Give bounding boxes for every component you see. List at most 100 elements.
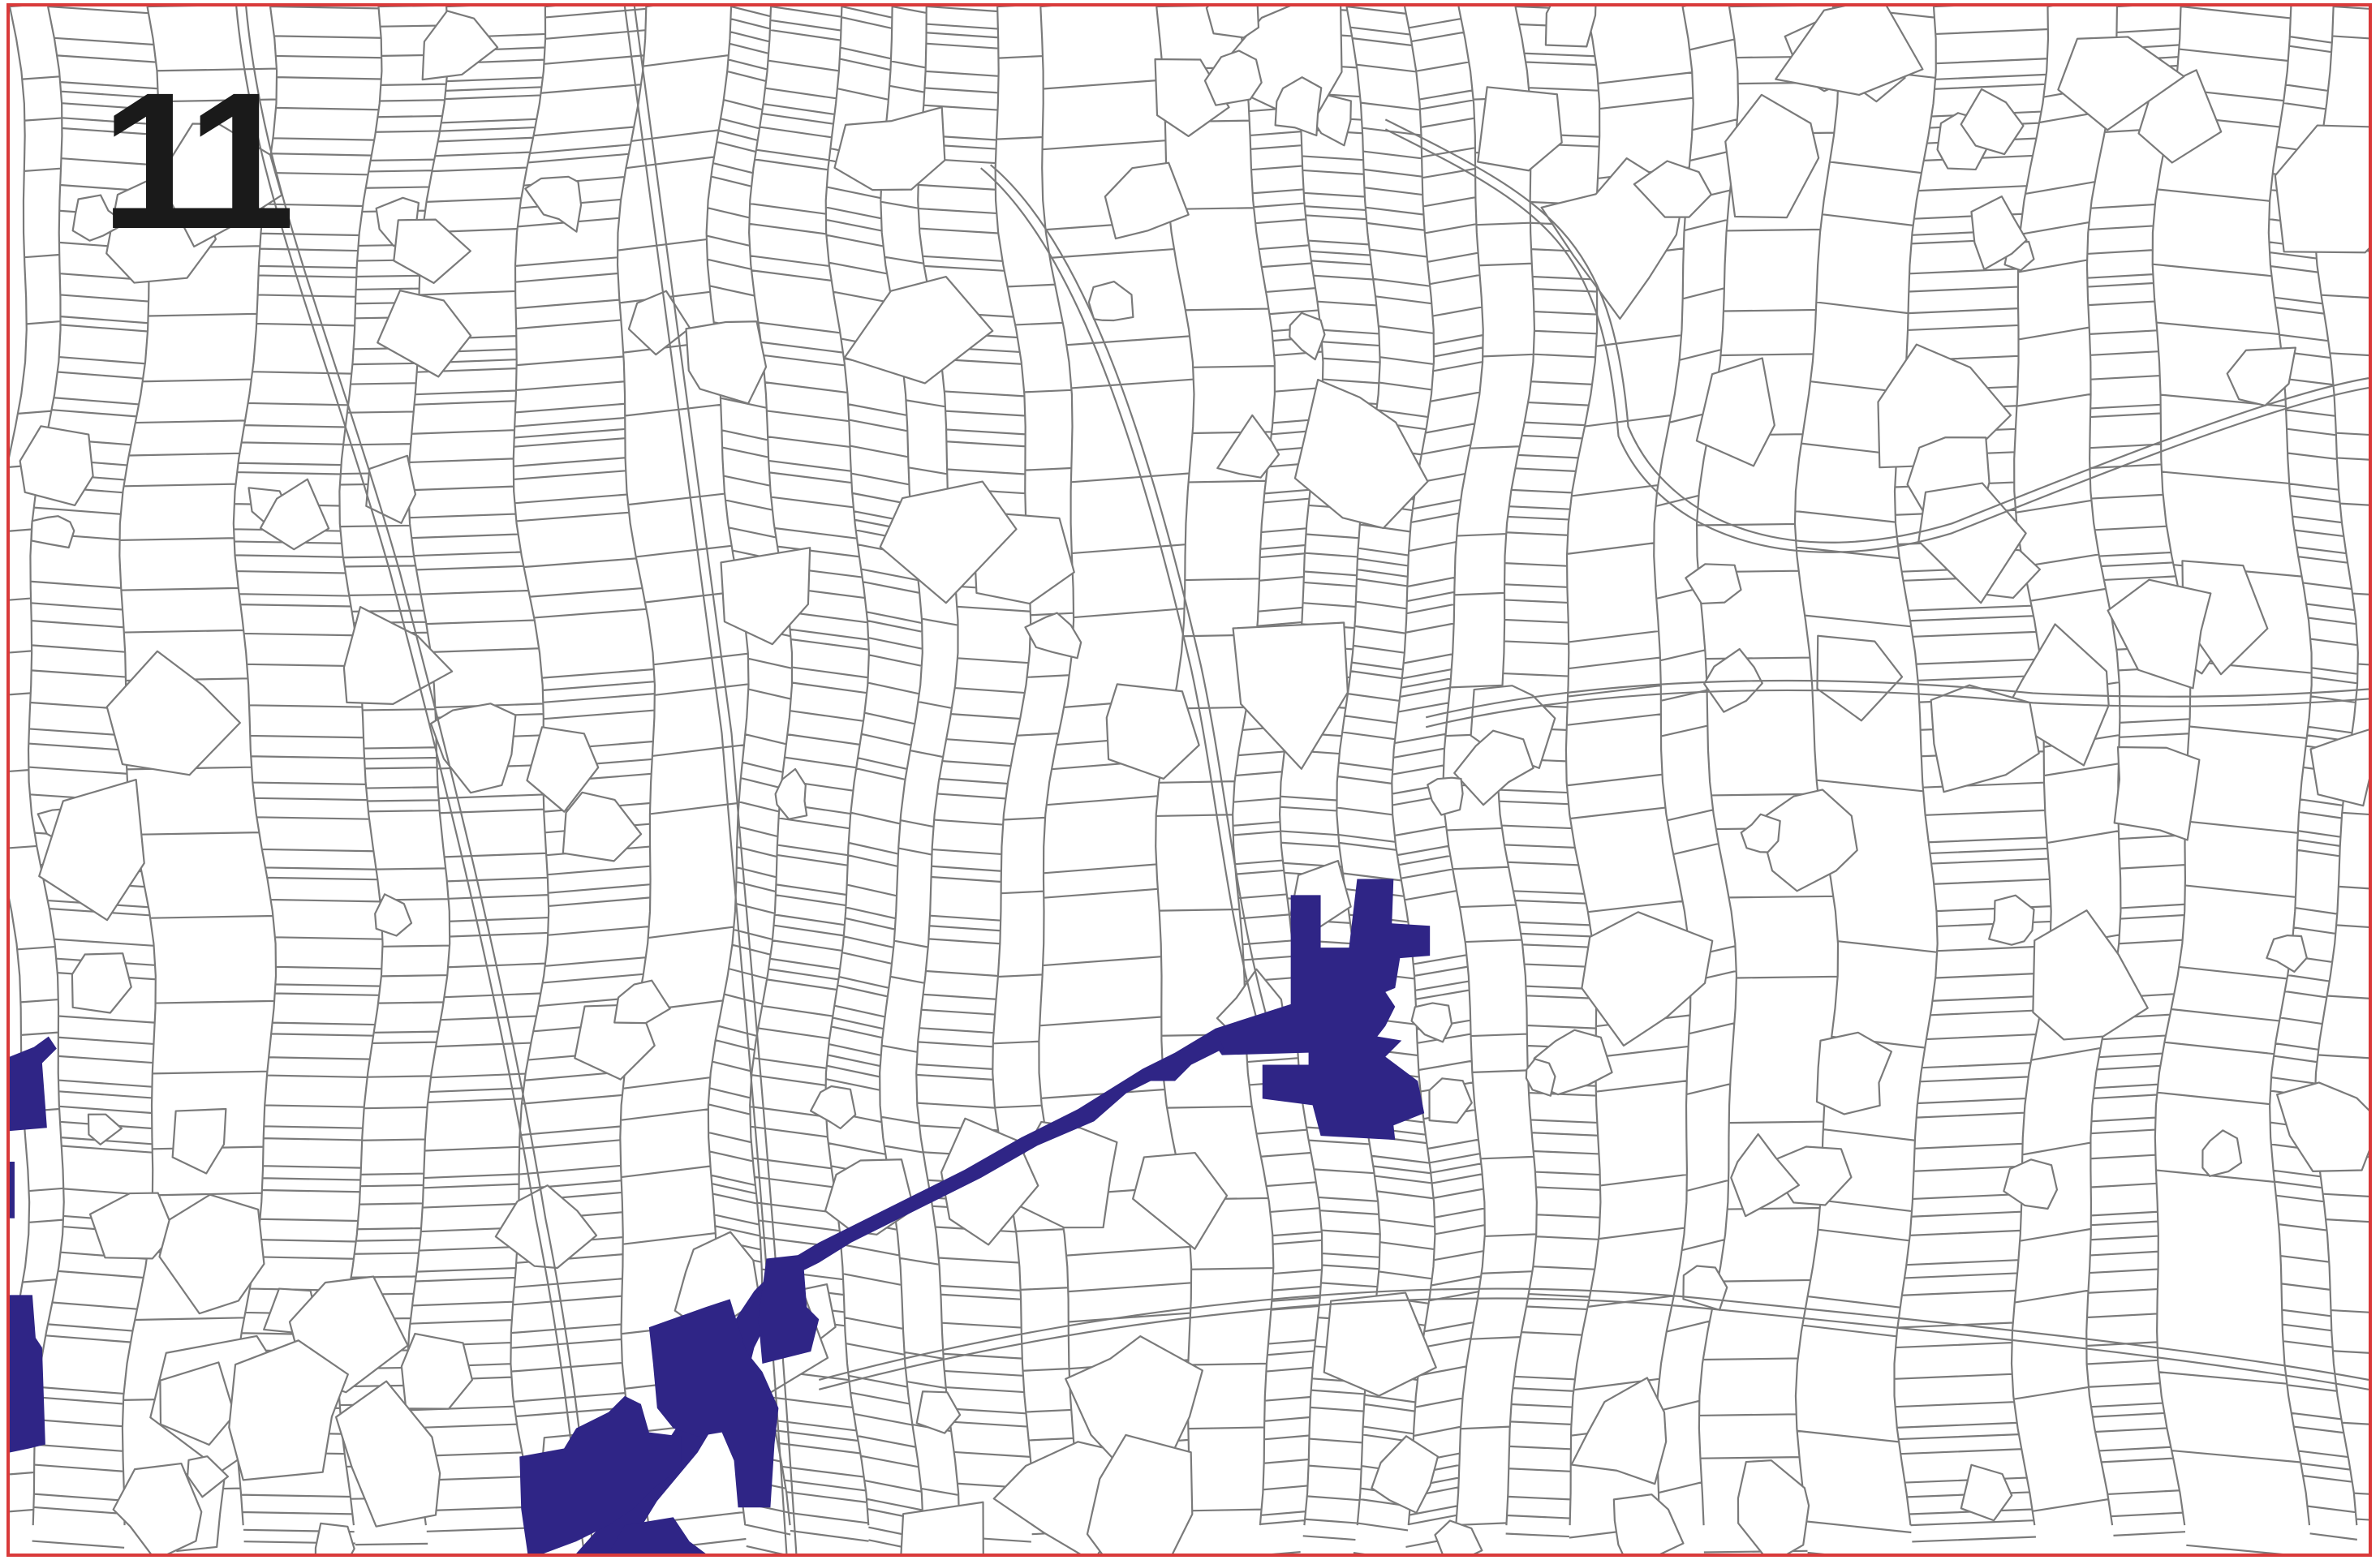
parcel-polygon bbox=[879, 480, 1018, 604]
road-lower-east bbox=[818, 1287, 2369, 1381]
parcel-polygon bbox=[1323, 1291, 1437, 1397]
parcel-polygon bbox=[562, 791, 643, 862]
parcel-polygon bbox=[1293, 378, 1429, 530]
road-main-west-2 bbox=[245, 6, 596, 1554]
parcel-polygon bbox=[429, 703, 517, 794]
parcel-polygon bbox=[1612, 1493, 1685, 1554]
road-lines bbox=[235, 6, 2369, 1554]
road-cross-east-2 bbox=[1384, 128, 2369, 553]
parcel-polygon bbox=[524, 175, 583, 233]
highlight-southwest-c bbox=[519, 1395, 682, 1554]
parcel-polygon bbox=[1930, 684, 2040, 793]
parcel-polygon bbox=[915, 1390, 962, 1434]
parcel-polygon bbox=[1525, 1058, 1556, 1097]
parcel-polygon bbox=[1203, 49, 1263, 106]
parcel-polygon bbox=[187, 1455, 230, 1498]
parcel-polygon bbox=[377, 290, 472, 378]
parcel-polygon bbox=[1232, 621, 1349, 770]
parcel-polygon bbox=[1816, 634, 1904, 722]
parcel-polygon bbox=[1289, 312, 1326, 361]
highlight-southwest-a bbox=[758, 1254, 820, 1364]
parcel-polygon bbox=[900, 1501, 984, 1554]
parcel-polygon bbox=[19, 425, 94, 507]
parcel-polygon bbox=[613, 979, 671, 1025]
parcel-polygon bbox=[71, 194, 127, 242]
parcel-polygon bbox=[1917, 482, 2027, 604]
parcel-polygon bbox=[171, 1107, 227, 1175]
parcel-polygon bbox=[1988, 894, 2035, 946]
parcel-polygon bbox=[1960, 88, 2025, 156]
parcel-polygon bbox=[1581, 911, 1714, 1047]
parcel-polygon bbox=[1477, 86, 1563, 172]
map-sheet-number: 11 bbox=[101, 52, 295, 269]
parcel-polygon bbox=[112, 1462, 203, 1554]
parcel-polygon bbox=[1024, 612, 1082, 660]
parcel-polygon bbox=[809, 1085, 857, 1130]
parcel-polygon bbox=[259, 478, 330, 551]
parcel-polygon bbox=[833, 106, 946, 191]
parcel-polygon bbox=[843, 276, 994, 385]
parcel-polygon bbox=[1216, 414, 1280, 479]
parcel-polygon bbox=[1570, 1377, 1668, 1485]
cadastral-map bbox=[10, 6, 2369, 1554]
parcel-polygon bbox=[1131, 1151, 1229, 1250]
parcel-polygon bbox=[1633, 160, 1712, 218]
parcel-polygon bbox=[526, 726, 600, 813]
parcel-polygon bbox=[159, 1361, 236, 1446]
parcel-polygon bbox=[494, 1184, 598, 1270]
parcel-polygon bbox=[88, 1192, 176, 1260]
road-river-east bbox=[1425, 679, 2369, 719]
highlighted-parcels bbox=[10, 879, 1431, 1554]
road-lower-east-2 bbox=[818, 1297, 2369, 1390]
parcel-polygon bbox=[1274, 76, 1323, 137]
parcel-polygon bbox=[2057, 36, 2185, 131]
parcel-polygon bbox=[30, 515, 75, 549]
parcel-polygon bbox=[1695, 357, 1775, 467]
parcel-polygon bbox=[1087, 280, 1134, 322]
parcel-polygon bbox=[421, 10, 499, 81]
highlight-west-edge-b bbox=[10, 1295, 45, 1453]
parcel-polygon bbox=[314, 1522, 355, 1554]
parcel-polygon bbox=[2266, 935, 2308, 973]
parcel-polygon bbox=[1086, 1433, 1194, 1554]
parcel-polygon bbox=[1970, 196, 2028, 271]
parcel-polygon bbox=[2309, 728, 2369, 807]
parcel-polygon bbox=[161, 122, 283, 248]
parcel-polygon bbox=[1730, 1132, 1801, 1218]
road-main-west bbox=[235, 6, 586, 1554]
parcel-polygon bbox=[720, 547, 811, 646]
parcel-polygon bbox=[1410, 1002, 1453, 1043]
parcel-polygon bbox=[2003, 1158, 2059, 1210]
road-north-east bbox=[980, 167, 1257, 1017]
parcel-polygon bbox=[1371, 1435, 1440, 1514]
parcel-polygon bbox=[228, 1339, 349, 1481]
parcel-polygon bbox=[393, 218, 471, 284]
parcel-polygon bbox=[2032, 909, 2149, 1041]
highlight-west-edge-a bbox=[10, 1036, 57, 1132]
parcel-polygon bbox=[1682, 1265, 1728, 1311]
parcel-polygon bbox=[374, 893, 413, 937]
highlight-village-center bbox=[1211, 879, 1431, 1141]
parcel-polygon bbox=[1724, 93, 1820, 219]
parcel-polygon bbox=[2113, 746, 2201, 841]
parcel-polygon bbox=[2107, 578, 2212, 690]
parcel-polygon bbox=[2276, 1081, 2369, 1172]
parcel-polygon bbox=[685, 320, 768, 405]
parcel-polygon bbox=[38, 779, 145, 922]
road-north-east-2 bbox=[989, 164, 1267, 1014]
parcel-polygon bbox=[342, 605, 454, 705]
parcel-polygon bbox=[1427, 776, 1464, 816]
parcel-polygon bbox=[1434, 1519, 1483, 1554]
parcel-polygon bbox=[1740, 813, 1781, 853]
parcel-polygon bbox=[1428, 1077, 1473, 1124]
road-cross-east bbox=[1384, 118, 2369, 544]
parcel-polygon bbox=[365, 454, 417, 524]
highlight-west-edge-c bbox=[10, 1162, 15, 1218]
parcel-polygon bbox=[400, 1332, 474, 1410]
road-valley-center bbox=[623, 6, 788, 1554]
parcel-polygon bbox=[1685, 563, 1742, 605]
parcel-polygon bbox=[2274, 124, 2369, 254]
parcel-polygon bbox=[1105, 683, 1200, 780]
highlight-southwest-b bbox=[648, 1299, 779, 1508]
parcel-polygon bbox=[158, 1193, 265, 1315]
